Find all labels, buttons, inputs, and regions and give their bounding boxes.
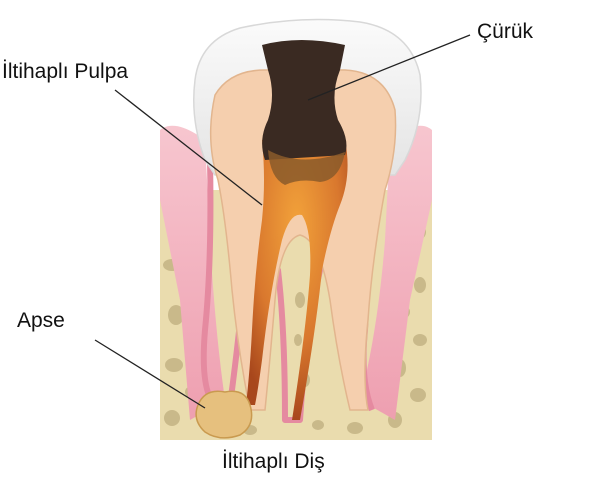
leader-line-abscess <box>94 339 206 409</box>
leader-line-caries <box>307 34 471 101</box>
inflamed-pulp <box>246 140 348 420</box>
leader-line-pulp <box>114 89 263 206</box>
caries-spread <box>268 150 345 185</box>
label-inflamed-pulp: İltihaplı Pulpa <box>2 60 129 83</box>
abscess <box>195 390 253 439</box>
label-caries: Çürük <box>477 20 534 43</box>
diagram-caption: İltihaplı Diş <box>222 450 325 473</box>
caries-cavity <box>262 40 347 160</box>
label-abscess: Apse <box>17 309 65 332</box>
